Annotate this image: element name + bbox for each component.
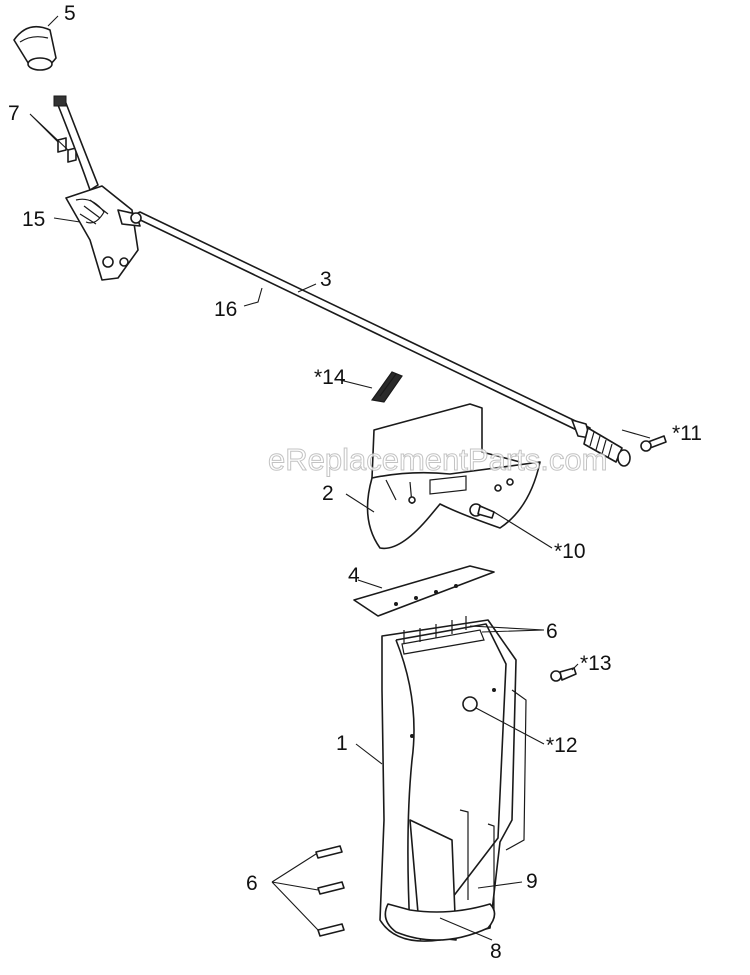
callout-6-top: 6 bbox=[546, 620, 558, 643]
part-10-bolt bbox=[469, 503, 495, 519]
callout-11: *11 bbox=[672, 422, 702, 445]
callout-5: 5 bbox=[64, 2, 76, 25]
part-5-knob bbox=[13, 25, 57, 71]
part-12-bolt bbox=[462, 696, 478, 712]
part-15-control-bracket bbox=[65, 185, 141, 281]
part-7-pins bbox=[57, 137, 77, 163]
part-13-screw bbox=[550, 667, 577, 682]
cable-end-spring bbox=[571, 419, 631, 467]
callout-3: 3 bbox=[320, 268, 332, 291]
part-14-clip bbox=[370, 371, 403, 403]
callout-15: 15 bbox=[22, 208, 45, 231]
leader-lines bbox=[29, 15, 651, 941]
callout-16: 16 bbox=[214, 298, 237, 321]
part-6-rivets bbox=[315, 845, 345, 937]
part-3-cable-rod bbox=[130, 211, 591, 435]
callout-4: 4 bbox=[348, 564, 360, 587]
callout-13: *13 bbox=[580, 652, 612, 675]
callout-7: 7 bbox=[8, 102, 20, 125]
part-11-screw bbox=[640, 435, 667, 452]
part-2-deflector bbox=[366, 403, 541, 550]
callout-1: 1 bbox=[336, 732, 348, 755]
callout-2: 2 bbox=[322, 482, 334, 505]
callout-12: *12 bbox=[546, 734, 578, 757]
callout-8: 8 bbox=[490, 940, 502, 963]
callout-10: *10 bbox=[554, 540, 586, 563]
callout-9: 9 bbox=[526, 870, 538, 893]
control-lever-rod bbox=[53, 95, 99, 191]
callout-6-bottom: 6 bbox=[246, 872, 258, 895]
watermark: eReplacementParts.com bbox=[268, 442, 607, 477]
part-4-plate bbox=[353, 565, 495, 617]
part-1-chute bbox=[379, 616, 527, 942]
callout-14: *14 bbox=[314, 366, 346, 389]
